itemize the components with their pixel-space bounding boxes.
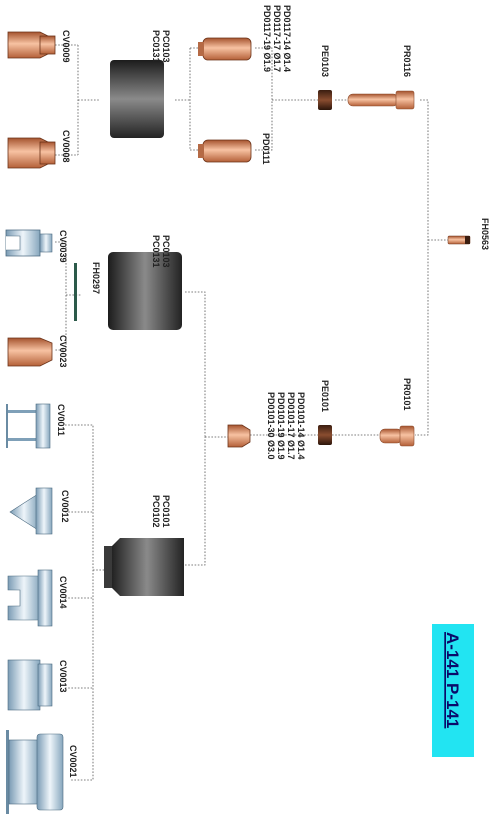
label-pd0117-0: PD0117-14 Ø1.4 [282,5,292,72]
label-pr0116: PR0116 [402,45,412,77]
label-cv0023: CV0023 [58,335,68,368]
tip-cv0012 [10,488,52,534]
label-bottom-cup-0: PC0101 [161,495,171,528]
label-cv0014: CV0014 [58,576,68,609]
label-pd0117-2: PD0117-19 Ø1.9 [262,5,272,72]
tip-cv0014 [8,570,52,626]
label-pd0101-0: PD0101-14 Ø1.4 [296,392,306,460]
label-bottom-cup-1: PC0102 [151,495,161,528]
label-cv0009: CV0009 [61,30,71,63]
label-top-cup-1: PC0131 [151,30,161,63]
label-pe0101: PE0101 [320,380,330,412]
nozzle-cv0023 [8,338,52,366]
connection-lines [55,45,448,780]
label-cv0008: CV0008 [61,130,71,163]
label-cv0012: CV0012 [60,490,70,523]
label-pe0103: PE0103 [320,45,330,77]
label-cv0011: CV0011 [56,404,66,436]
tip-cv0011 [6,404,50,448]
tip-cv0021 [6,730,63,814]
nozzle-cv0039 [6,230,52,256]
model-badge-text: A-141 P-141 [443,632,462,728]
label-middle-cup-0: PC0103 [161,235,171,268]
label-pd0117-1: PD0117-17 Ø1.7 [272,5,282,72]
label-cv0039: CV0039 [58,230,68,263]
label-pd0101-1: PD0101-17 Ø1.7 [286,392,296,460]
retaining-cup-top [110,60,164,138]
label-middle-cup-1: PC0131 [151,235,161,268]
label-top-cup-0: PC0103 [161,30,171,63]
label-pd0101-3: PD0101-30 Ø3.0 [266,392,276,460]
electrode-pd0117 [198,38,251,60]
swirl-ring-pe0101 [318,425,332,445]
tool-fh0563 [448,236,470,244]
label-cv0021: CV0021 [68,745,78,778]
spacer-fh0297 [74,263,77,321]
swirl-ring-pe0103 [318,90,332,110]
label-pd0101-2: PD0101-19 Ø1.9 [276,392,286,460]
retaining-cup-bottom [104,538,184,596]
electrode-pd0101 [228,425,250,447]
label-pd0111: PD0111 [261,133,271,165]
electrode-pd0111 [198,140,251,162]
nozzle-cv0009 [8,32,55,58]
torch-part-pr0101 [380,426,414,446]
label-pr0101: PR0101 [402,378,412,411]
nozzle-cv0008 [8,138,55,168]
label-fh0563: FH0563 [480,218,490,250]
tip-cv0013 [8,660,52,710]
label-cv0013: CV0013 [58,660,68,693]
label-fh0297: FH0297 [91,262,101,294]
torch-part-pr0116 [348,91,414,109]
